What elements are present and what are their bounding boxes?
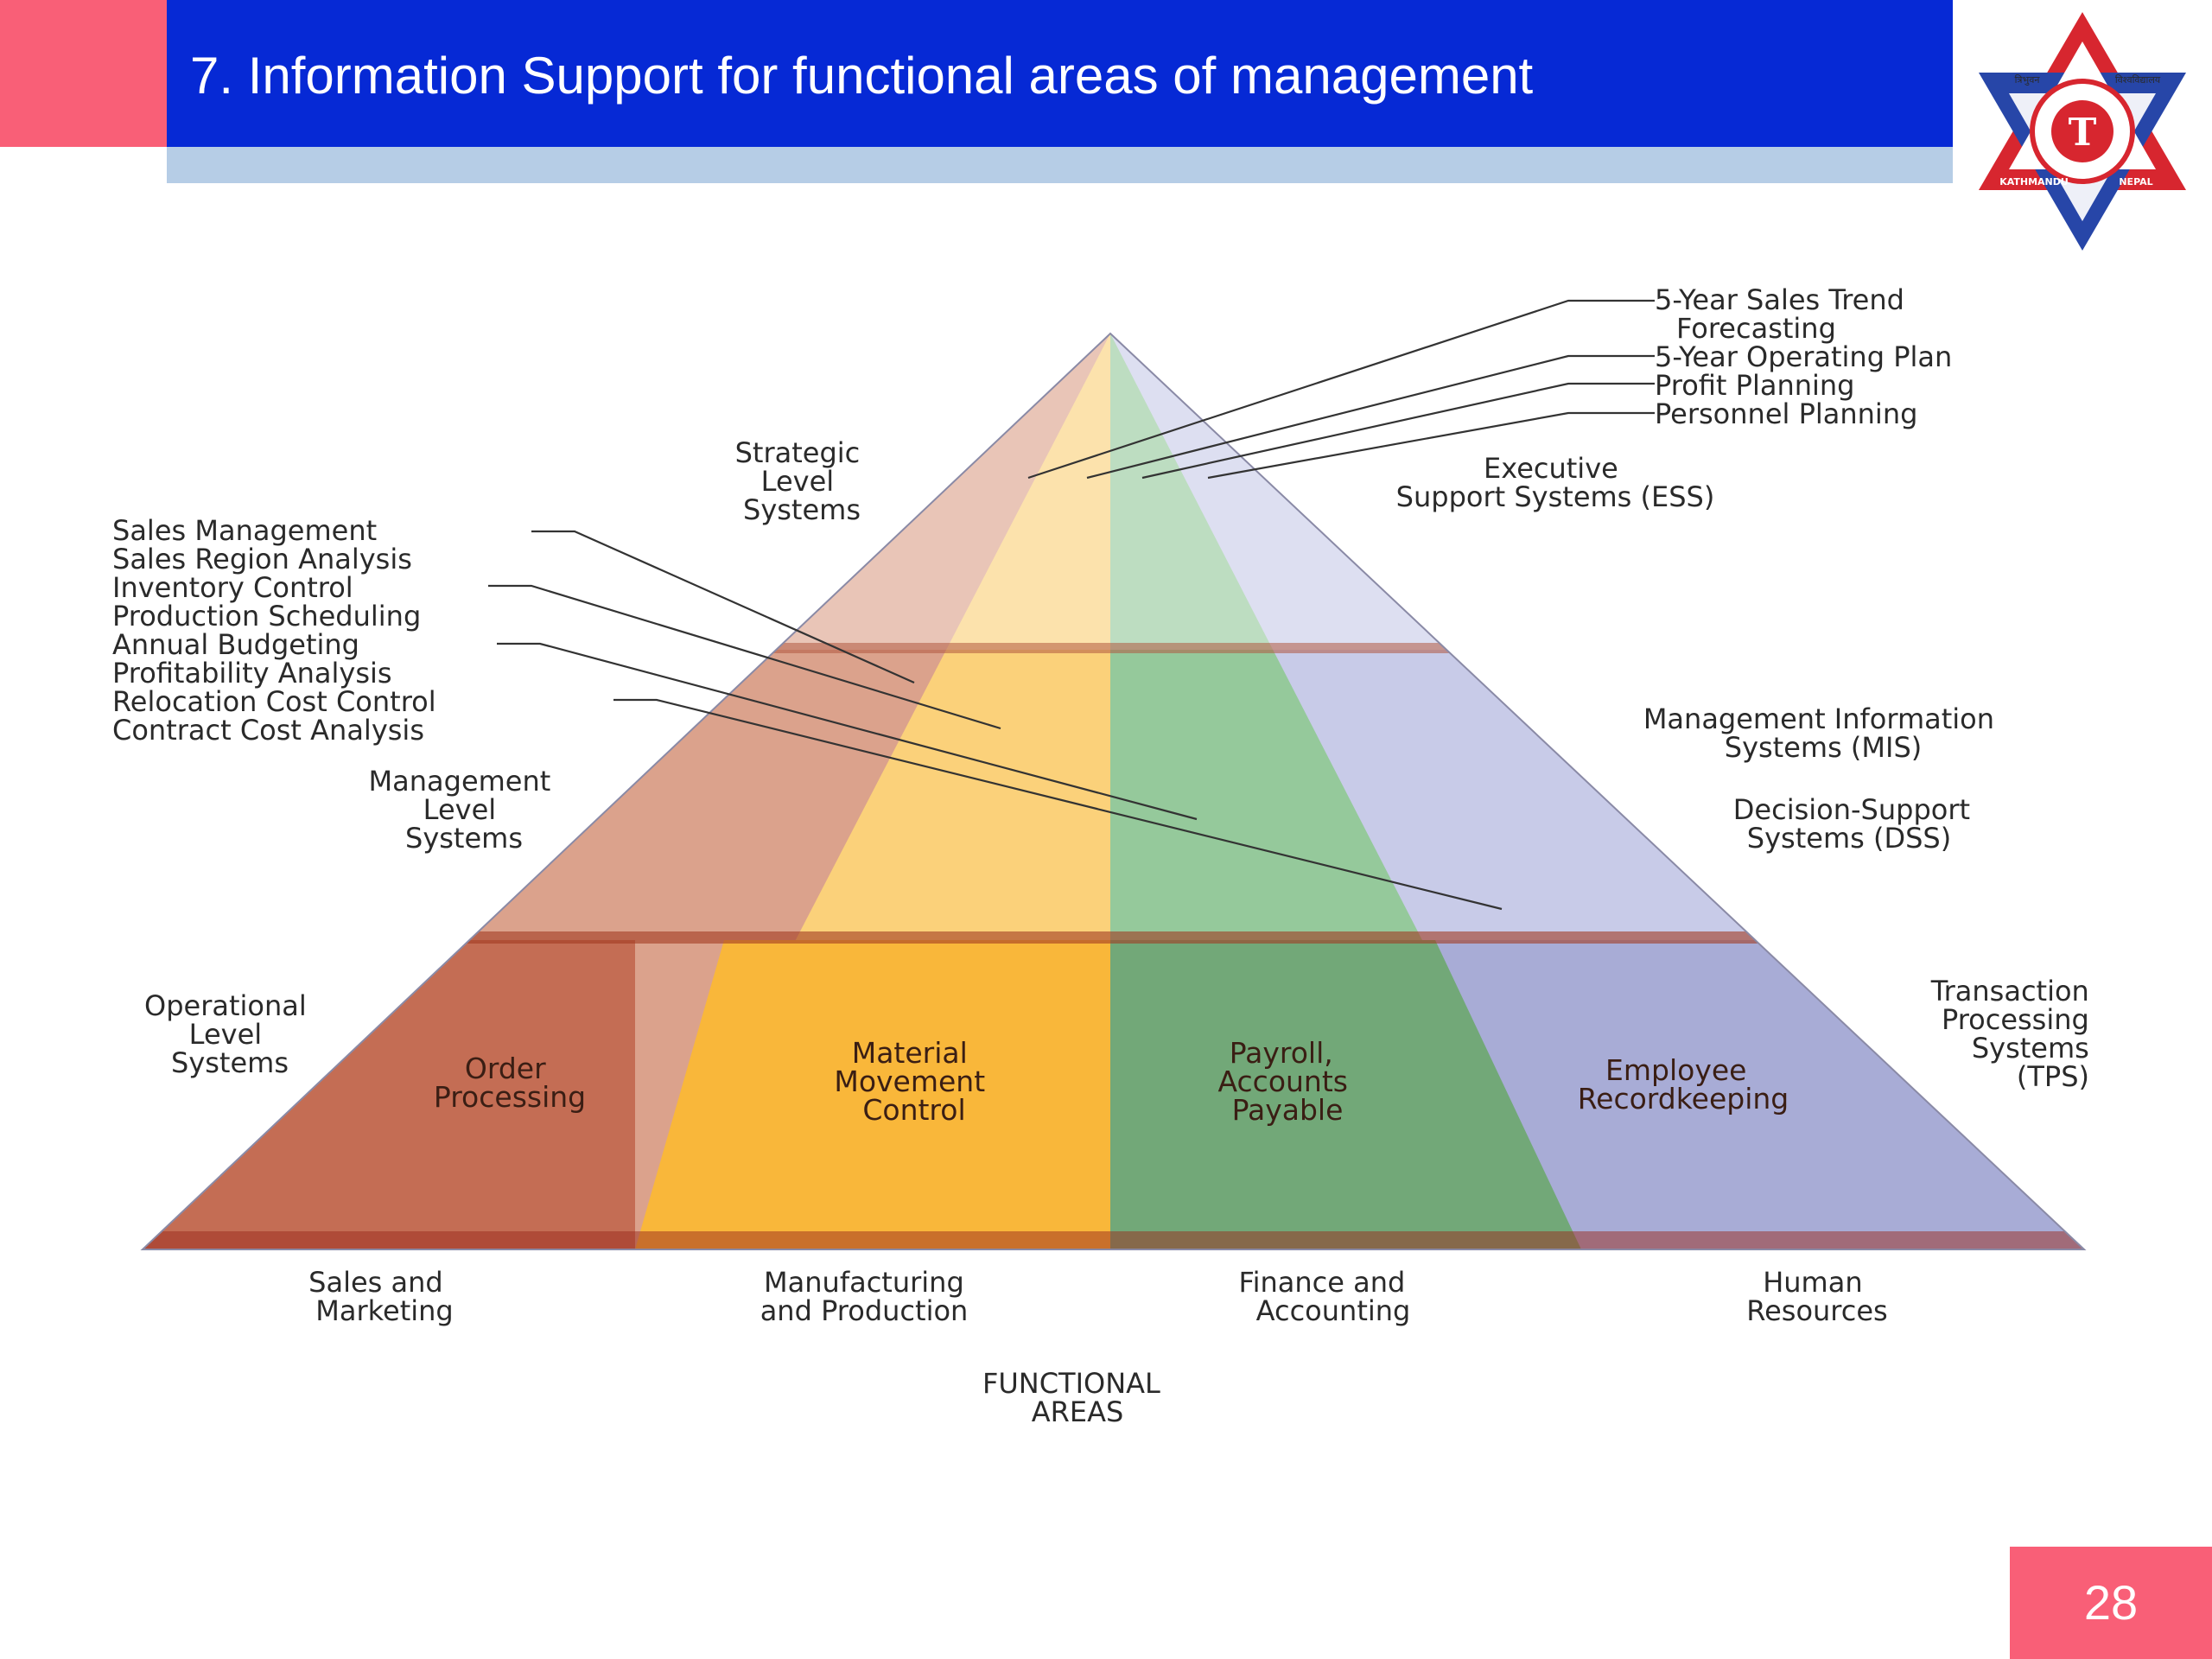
seal-text-bottom-right: NEPAL — [2119, 176, 2152, 188]
area-finance: Finance and Accounting — [1239, 1266, 1414, 1327]
leader-operating-plan — [1086, 354, 1655, 480]
pyramid-base-band — [143, 1231, 2084, 1249]
seal-text-top-left: त्रिभुवन — [2015, 74, 2041, 86]
manufacturing-operational — [635, 940, 1110, 1249]
area-sales-marketing: Sales and Marketing — [308, 1266, 454, 1327]
title-bar — [167, 0, 1953, 147]
strategic-items-list: 5-Year Sales Trend Forecasting 5-Year Op… — [1655, 283, 1961, 430]
leader-relocation-cost — [613, 698, 1503, 911]
page-number: 28 — [2083, 1575, 2139, 1630]
leader-sales-management — [531, 530, 915, 684]
accent-block — [0, 0, 167, 147]
title-underline — [167, 147, 1953, 183]
tribhuvan-university-seal-icon: T त्रिभुवन विश्वविद्यालय KATHMANDU NEPAL — [1979, 12, 2186, 251]
seal-text-bottom-left: KATHMANDU — [1999, 176, 2069, 188]
leader-sales-trend — [1027, 299, 1655, 480]
tier-divider-lower — [143, 931, 2084, 944]
cell-order-processing: Order Processing — [434, 1052, 586, 1114]
ess-label: Executive Support Systems (ESS) — [1396, 452, 1715, 513]
mis-label: Management Information Systems (MIS) — [1643, 702, 2003, 764]
cell-payroll: Payroll, Accounts Payable — [1218, 1036, 1357, 1127]
leader-personnel-planning — [1207, 411, 1655, 480]
cell-material-movement: Material Movement Control — [834, 1036, 994, 1127]
area-human-resources: Human Resources — [1746, 1266, 1887, 1327]
cell-employee-recordkeeping: Employee Recordkeeping — [1578, 1053, 1789, 1116]
leader-inventory-control — [488, 584, 1001, 730]
pyramid-outline — [140, 332, 2087, 1250]
operational-level-label: Operational Level Systems — [144, 989, 315, 1079]
dss-label: Decision-Support Systems (DSS) — [1733, 793, 1979, 855]
management-items-list: Sales Management Sales Region Analysis I… — [112, 514, 445, 747]
strategic-level-label: Strategic Level Systems — [735, 436, 869, 526]
leader-lines — [488, 299, 1655, 911]
slide-title: 7. Information Support for functional ar… — [190, 47, 1534, 105]
finance-operational-edge — [1435, 940, 1581, 1249]
seal-text-top-right: विश्वविद्यालय — [2115, 74, 2161, 86]
seal-center — [2051, 100, 2113, 162]
area-manufacturing: Manufacturing and Production — [760, 1266, 973, 1327]
functional-areas-label: FUNCTIONAL AREAS — [982, 1367, 1169, 1428]
leader-profit-planning — [1141, 382, 1655, 480]
page-number-box: 28 — [2010, 1547, 2212, 1659]
seal-center-letter: T — [2069, 111, 2097, 155]
management-level-label: Management Level Systems — [369, 765, 560, 855]
leader-annual-budgeting — [497, 642, 1198, 821]
tps-label: Transaction Processing Systems (TPS) — [1930, 975, 2098, 1093]
